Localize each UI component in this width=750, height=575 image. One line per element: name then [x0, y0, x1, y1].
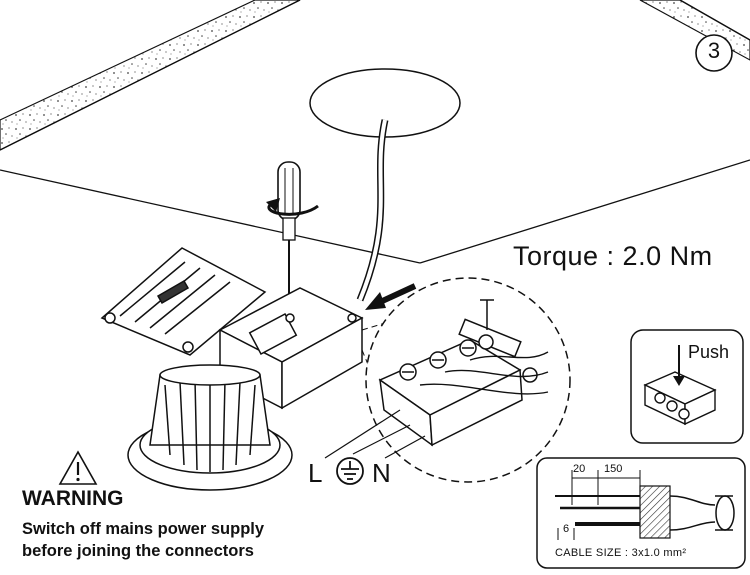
push-connector-inset — [630, 329, 744, 444]
driver-cover-plate — [100, 247, 267, 356]
screwdriver-icon — [266, 161, 319, 312]
warning-text-line1: Switch off mains power supply — [22, 520, 265, 538]
downlight-module — [127, 364, 293, 491]
junction-box — [218, 287, 364, 410]
terminal-neutral-label: N — [372, 458, 391, 488]
step-badge — [695, 34, 733, 72]
terminal-live-label: L — [308, 458, 323, 488]
ceiling-cutout — [309, 68, 461, 302]
cable-size-label: CABLE SIZE : 3x1.0 mm² — [555, 547, 687, 559]
dimension-cable-length: 150 — [604, 463, 623, 475]
dimension-wire-strip: 6 — [563, 523, 570, 535]
earth-ground-icon — [336, 457, 364, 485]
ceiling-plane — [0, 159, 750, 264]
warning-triangle-icon — [58, 450, 98, 485]
torque-label: Torque : 2.0 Nm — [513, 241, 713, 271]
warning-text-line2: before joining the connectors — [22, 542, 254, 560]
warning-title: WARNING — [22, 487, 124, 510]
dimension-outer-strip: 20 — [573, 463, 586, 475]
zoom-callout — [361, 277, 571, 483]
step-number: 3 — [707, 38, 721, 63]
cable-strip-inset — [536, 457, 746, 569]
terminal-leader-lines — [324, 409, 426, 459]
direction-arrow-icon — [365, 283, 417, 310]
push-label: Push — [688, 342, 730, 362]
